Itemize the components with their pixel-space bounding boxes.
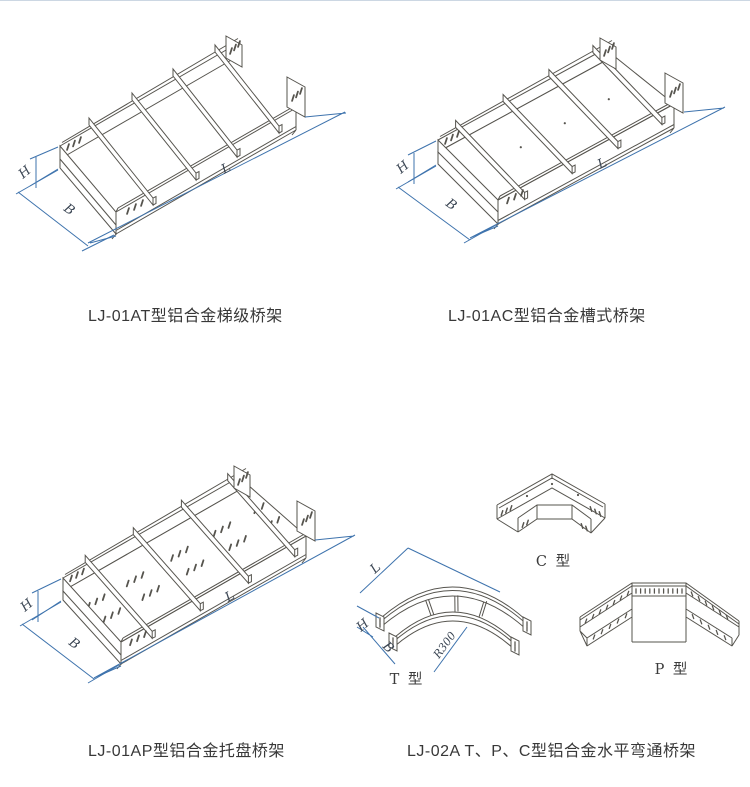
t-type-label: T 型 [390, 671, 425, 688]
t-type-bend: L H B R300 T 型 [355, 547, 532, 688]
dim-label-b: B [65, 635, 82, 653]
dim-label-b: B [442, 196, 459, 214]
top-border-line [0, 0, 750, 1]
p-type-label: P 型 [655, 661, 690, 678]
c-type-elbow: C 型 [496, 473, 606, 570]
dim-label-b: B [60, 201, 77, 219]
dim-label-h: H [17, 596, 37, 616]
p-type-bend: P 型 [579, 582, 740, 678]
rungs [88, 43, 283, 207]
bend-fittings-drawing: C 型 L H B R300 T 型 [355, 473, 740, 688]
dim-label-h: H [15, 163, 35, 183]
figure4-caption: LJ-02A T、P、C型铝合金水平弯通桥架 [407, 743, 696, 760]
floor-perforations [584, 588, 729, 641]
near-rail [111, 103, 299, 240]
dim-label-r300: R300 [430, 629, 458, 661]
dimension-lines: H B L [15, 111, 347, 252]
figure1-caption: LJ-01AT型铝合金梯级桥架 [88, 308, 283, 325]
c-type-label: C 型 [536, 553, 572, 570]
end-panel [59, 144, 117, 236]
mounting-slots [66, 40, 303, 215]
ladder-tray-drawing: H B L [15, 35, 347, 252]
figure3-caption: LJ-01AP型铝合金托盘桥架 [88, 743, 285, 760]
dimension-lines: L H B R300 [355, 547, 501, 673]
dim-label-h: H [355, 616, 373, 636]
perforated-tray-drawing: H B L [17, 465, 356, 684]
trough-tray-drawing: H B L [393, 37, 726, 244]
far-rail [59, 38, 241, 160]
figure2-caption: LJ-01AC型铝合金槽式桥架 [448, 308, 646, 325]
dim-label-h: H [393, 158, 413, 178]
dim-label-l: L [367, 560, 384, 578]
end-panel [62, 576, 122, 666]
dim-label-l: L [222, 588, 238, 606]
